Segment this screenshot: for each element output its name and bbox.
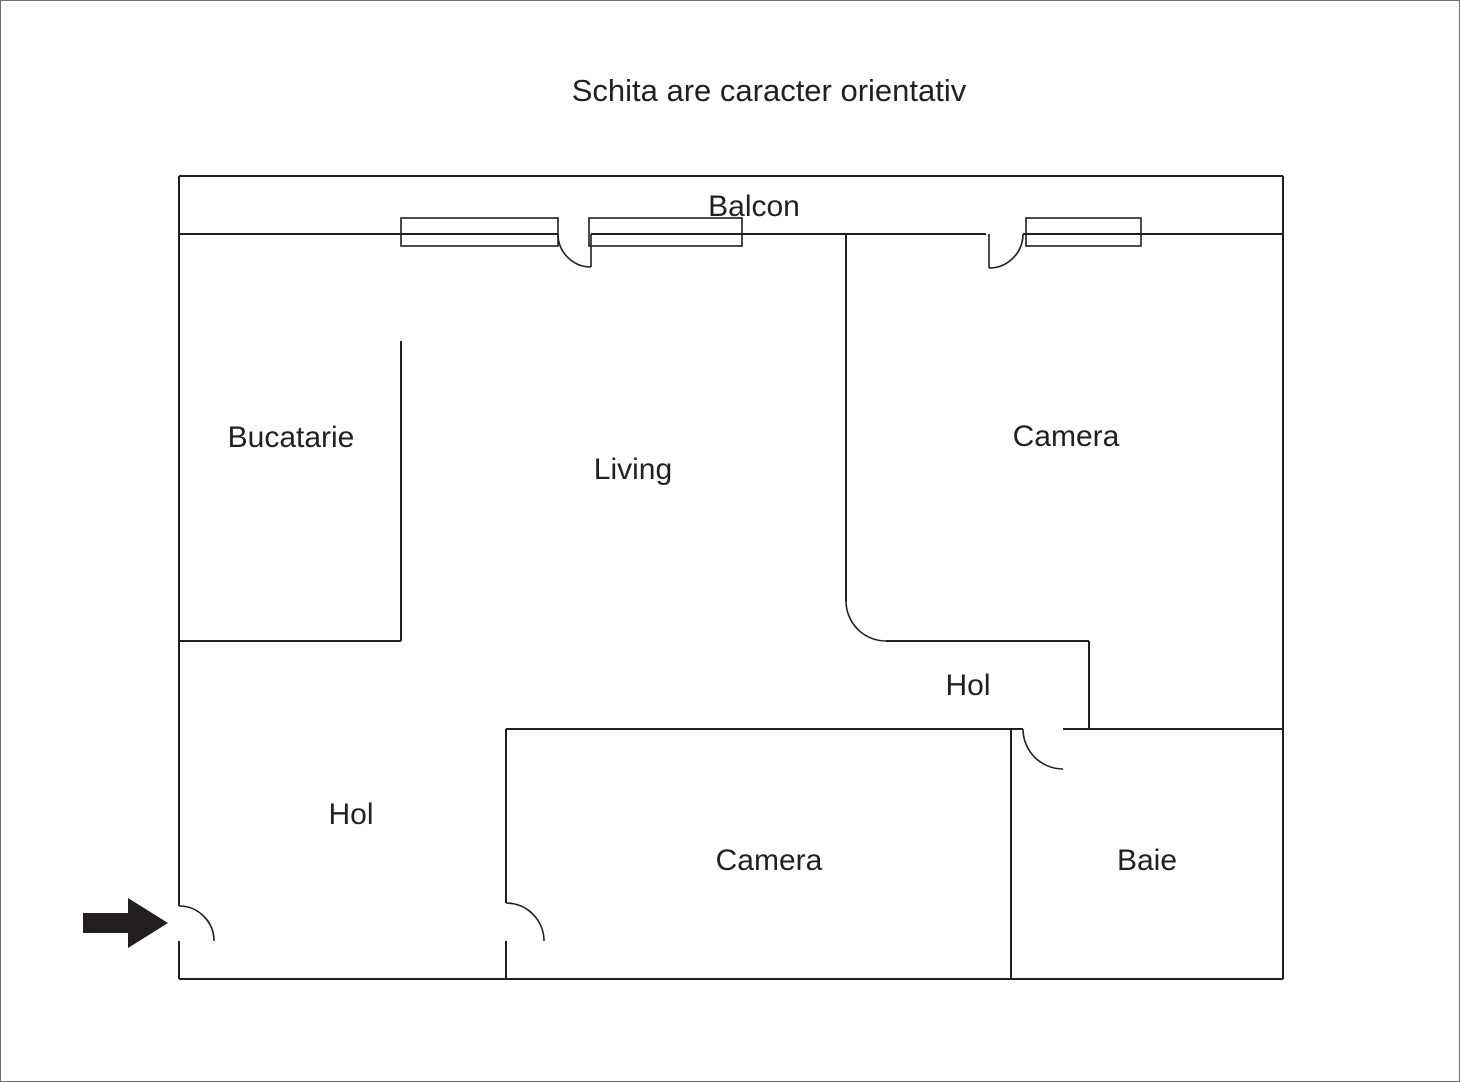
window <box>588 217 743 247</box>
outer-walls <box>178 175 1284 980</box>
room-label-camera-bottom: Camera <box>716 844 823 877</box>
entrance-arrow-icon <box>83 898 168 948</box>
room-label-hol-bottom: Hol <box>328 798 373 831</box>
window <box>400 217 559 247</box>
room-label-hol-top: Hol <box>945 669 990 702</box>
room-label-balcon: Balcon <box>708 190 800 223</box>
room-label-camera-top: Camera <box>1013 420 1120 453</box>
page-title: Schita are caracter orientativ <box>572 73 967 108</box>
room-label-bucatarie: Bucatarie <box>228 421 355 454</box>
room-label-living: Living <box>594 453 672 486</box>
interior-walls <box>179 234 1283 979</box>
room-label-baie: Baie <box>1117 844 1177 877</box>
door-arcs <box>178 233 1064 942</box>
door-leaves <box>590 234 990 268</box>
window <box>1025 217 1142 247</box>
